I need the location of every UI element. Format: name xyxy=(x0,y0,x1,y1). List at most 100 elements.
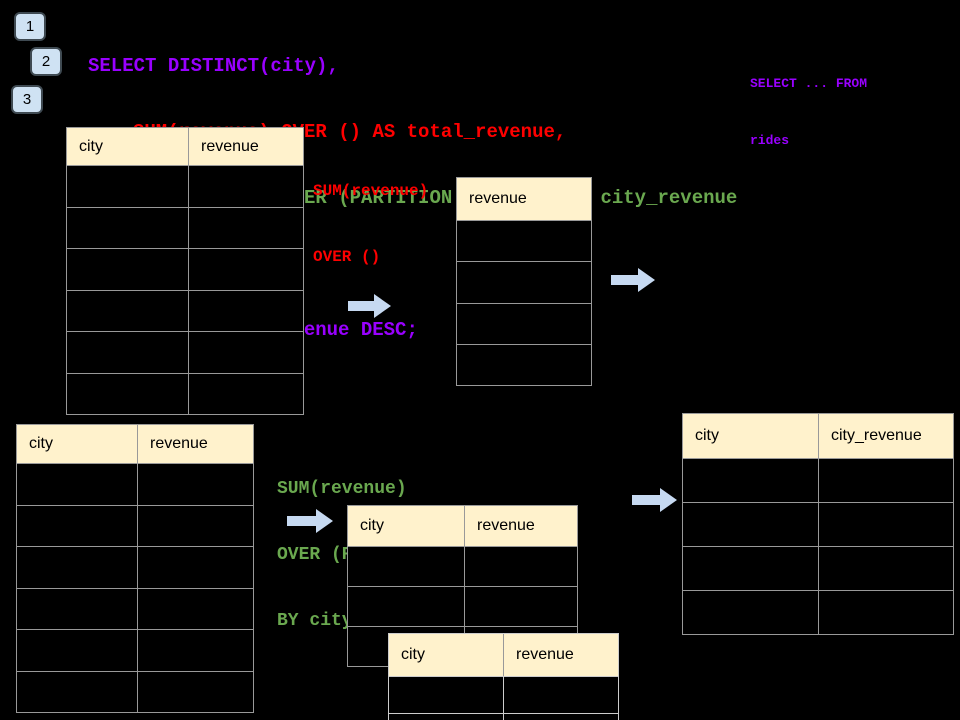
table-row xyxy=(67,165,303,207)
annotation-line: SUM(revenue) xyxy=(313,182,429,200)
side-note-select-from: SELECT ... FROM rides xyxy=(750,36,867,188)
table-cell xyxy=(464,587,577,626)
table-cell xyxy=(137,588,253,629)
arrow-head xyxy=(374,293,391,318)
table-row xyxy=(457,343,591,385)
side-note-line: rides xyxy=(750,133,790,148)
table-row xyxy=(457,302,591,344)
table-cell xyxy=(137,630,253,671)
arrow-head xyxy=(660,488,677,512)
table-cell xyxy=(188,249,303,290)
arrow-right-icon xyxy=(287,508,333,533)
table-cell xyxy=(67,291,188,332)
column-header-city: city xyxy=(79,137,103,155)
rides-source-table-bottom: city revenue xyxy=(16,424,254,713)
table-cell xyxy=(17,630,137,671)
table-cell xyxy=(17,672,137,713)
side-note-line: SELECT ... FROM xyxy=(750,76,868,91)
table-cell xyxy=(683,547,818,590)
table-row xyxy=(17,463,253,505)
arrow-right-icon xyxy=(611,267,655,292)
table-row xyxy=(348,586,577,626)
table-header-row: city revenue xyxy=(67,128,303,165)
table-cell xyxy=(389,714,503,720)
table-header-row: city city_revenue xyxy=(683,414,953,458)
table-row xyxy=(17,587,253,630)
table-row xyxy=(17,670,253,713)
table-cell xyxy=(818,591,953,634)
table-cell xyxy=(17,589,137,630)
table-cell xyxy=(683,459,818,502)
table-cell xyxy=(17,506,137,547)
table-row xyxy=(683,458,953,502)
arrow-right-icon xyxy=(632,487,677,513)
table-cell xyxy=(137,464,253,505)
table-cell xyxy=(457,345,591,385)
table-body xyxy=(17,463,253,712)
table-cell xyxy=(188,207,303,248)
step-badge-1: 1 xyxy=(14,12,46,41)
table-cell xyxy=(348,587,464,626)
table-cell xyxy=(818,503,953,546)
table-header-row: city revenue xyxy=(348,506,577,546)
table-cell xyxy=(67,166,188,207)
partition-table-b: city revenue xyxy=(388,633,619,720)
step-badge-label: 2 xyxy=(41,53,51,70)
table-header-row: city revenue xyxy=(389,634,618,676)
column-header-revenue: revenue xyxy=(464,506,577,546)
table-row xyxy=(67,289,303,332)
table-cell xyxy=(137,547,253,588)
table-body xyxy=(67,165,303,414)
arrow-shaft xyxy=(287,515,316,526)
total-revenue-table: revenue xyxy=(456,177,592,386)
annotation-line: SUM(revenue) xyxy=(277,479,407,499)
table-header-row: city revenue xyxy=(17,425,253,463)
column-header-city: city xyxy=(360,517,384,534)
table-cell xyxy=(457,262,591,302)
table-cell xyxy=(188,332,303,373)
table-row xyxy=(17,629,253,671)
column-header-city: city xyxy=(401,646,425,663)
table-cell xyxy=(137,671,253,712)
table-cell xyxy=(67,249,188,290)
table-row xyxy=(17,504,253,547)
rides-source-table-top: city revenue xyxy=(66,127,304,415)
table-cell xyxy=(464,547,577,586)
table-cell xyxy=(67,374,188,415)
table-body xyxy=(457,220,591,385)
annotation-total-revenue: SUM(revenue) OVER () xyxy=(313,136,428,312)
table-cell xyxy=(188,373,303,414)
table-cell xyxy=(17,547,137,588)
column-header-city: city xyxy=(695,427,719,444)
table-cell xyxy=(389,677,503,713)
table-row xyxy=(348,546,577,586)
table-header-row: revenue xyxy=(457,178,591,220)
table-cell xyxy=(818,547,953,590)
table-body xyxy=(389,676,618,720)
table-cell xyxy=(503,677,618,713)
table-cell xyxy=(67,332,188,373)
table-cell xyxy=(348,547,464,586)
table-row xyxy=(683,546,953,590)
table-cell xyxy=(188,290,303,331)
sql-line-select: SELECT DISTINCT(city), xyxy=(88,55,339,77)
table-cell xyxy=(457,221,591,261)
table-cell xyxy=(17,464,137,505)
table-row xyxy=(683,502,953,546)
step-badge-2: 2 xyxy=(30,47,62,76)
city-revenue-result-table: city city_revenue xyxy=(682,413,954,635)
arrow-shaft xyxy=(348,300,374,311)
arrow-shaft xyxy=(611,274,638,285)
table-row xyxy=(67,248,303,290)
arrow-head xyxy=(316,508,333,533)
table-row xyxy=(389,676,618,713)
column-header-revenue: revenue xyxy=(137,425,253,463)
table-row xyxy=(67,331,303,373)
table-row xyxy=(683,590,953,634)
step-badge-label: 1 xyxy=(25,18,35,35)
column-header-city: city xyxy=(29,435,53,452)
column-header-revenue: revenue xyxy=(188,128,303,165)
table-row xyxy=(67,206,303,248)
table-row xyxy=(457,220,591,261)
